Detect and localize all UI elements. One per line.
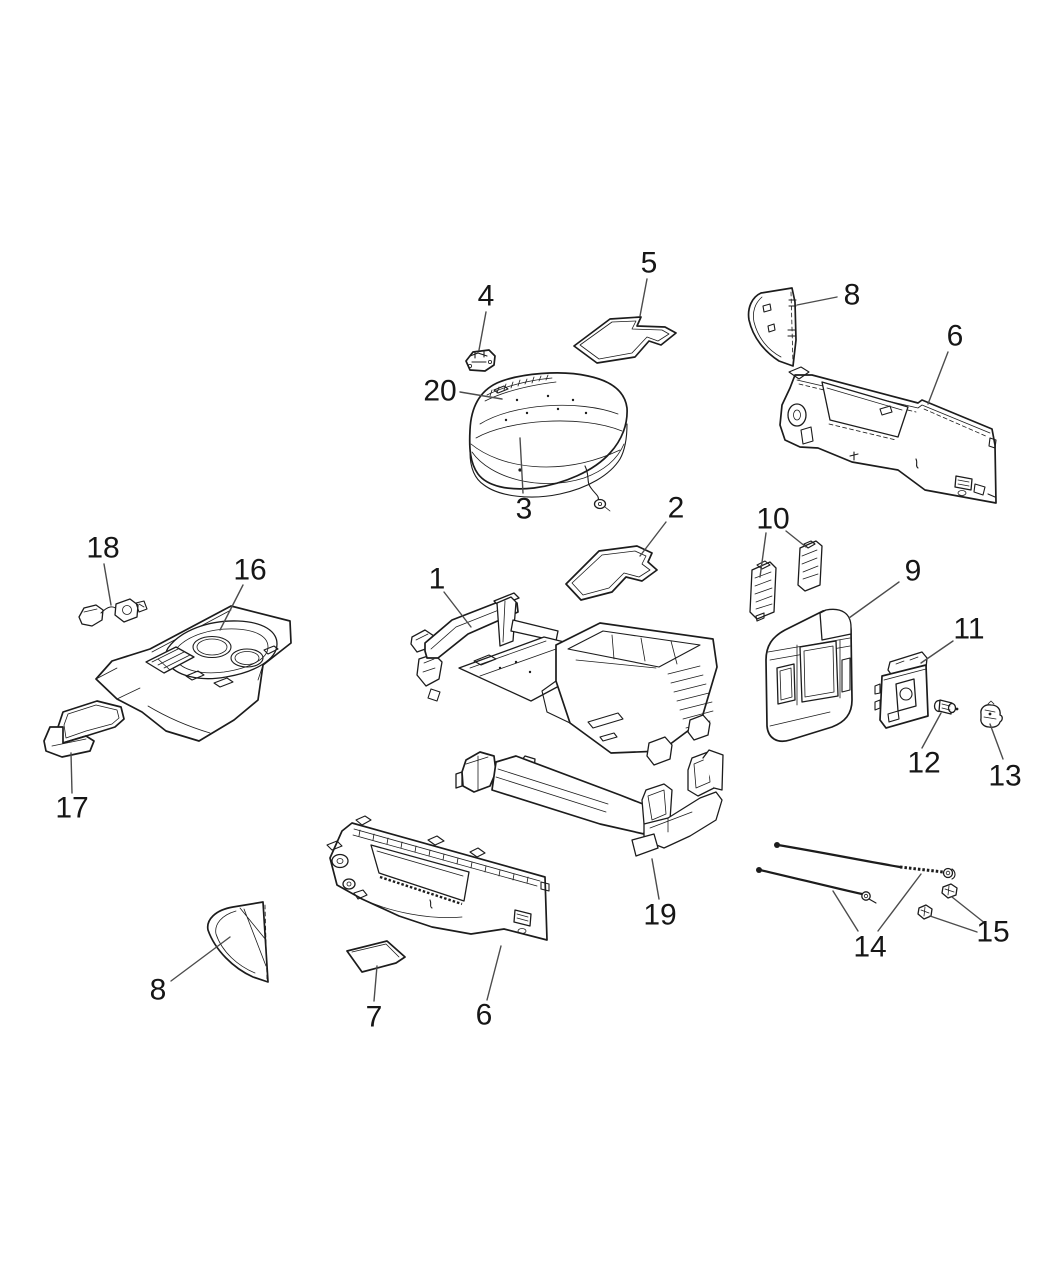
callout-label-2: 2	[668, 492, 685, 525]
switch-connectors-drawing	[749, 540, 823, 622]
leader-line	[989, 723, 1004, 760]
leader-line	[373, 965, 378, 1002]
callout-console-top-panel: 16	[219, 554, 267, 631]
leader-line	[877, 873, 922, 932]
callout-layer: 4 5 8 6 20 3 2 10 9 11 12 13 18 16 1 17 19 14 15 8 7 6	[55, 247, 1021, 1034]
leader-line	[459, 391, 503, 400]
console-body-drawing	[410, 592, 718, 766]
armrest-lid-drawing	[468, 372, 628, 512]
armrest-latch-drawing	[465, 349, 496, 372]
wiring-harnesses-drawing	[756, 842, 956, 904]
console-top-panel-drawing	[95, 605, 292, 742]
leader-line	[796, 296, 838, 306]
leader-line	[70, 752, 73, 794]
leader-line	[519, 437, 524, 494]
floor-bracket-drawing	[455, 749, 724, 857]
console-lamp-drawing	[933, 699, 959, 715]
callout-label-19: 19	[643, 899, 676, 932]
leader-line	[759, 532, 767, 578]
leader-line	[478, 311, 487, 351]
callout-armrest-latch: 4	[478, 280, 495, 351]
callout-label-17: 17	[55, 792, 88, 825]
callout-label-18: 18	[86, 532, 119, 565]
callout-label-16: 16	[233, 554, 266, 587]
leader-line	[486, 945, 502, 1001]
lamp-clip-drawing	[980, 700, 1003, 728]
callout-front-corner-trim-left: 8	[150, 936, 231, 1007]
leader-line	[639, 278, 648, 317]
callout-label-20: 20	[423, 375, 456, 408]
callout-label-15: 15	[976, 916, 1009, 949]
callout-label-3: 3	[516, 493, 533, 526]
side-panel-right-drawing	[779, 366, 997, 504]
leader-line	[170, 936, 231, 982]
callout-label-13: 13	[988, 760, 1021, 793]
callout-floor-bracket: 19	[643, 858, 677, 932]
callout-retainer-clips: 15	[929, 896, 1010, 949]
leader-line	[219, 584, 244, 631]
leader-line	[951, 896, 987, 925]
callout-console-body: 1	[429, 563, 472, 628]
callout-label-1: 1	[429, 563, 446, 596]
leader-line	[785, 530, 807, 548]
rear-trim-panel-drawing	[765, 608, 853, 743]
callout-label-10: 10	[756, 503, 789, 536]
callout-cupholder-liner: 17	[55, 752, 89, 825]
callout-label-7: 7	[366, 1001, 383, 1034]
power-outlet-module-drawing	[874, 651, 929, 729]
callout-wiring-harnesses: 14	[832, 873, 922, 964]
callout-rear-corner-trim-right: 8	[796, 279, 861, 312]
callout-latch-cable: 18	[86, 532, 120, 606]
callout-label-14: 14	[853, 931, 886, 964]
callout-side-panel-right: 6	[927, 320, 964, 405]
callout-label-8: 8	[150, 974, 167, 1007]
lid-mat-drawing	[573, 316, 677, 364]
leader-line	[639, 521, 667, 557]
callout-bin-mat: 2	[639, 492, 685, 557]
callout-label-8: 8	[844, 279, 861, 312]
callout-side-panel-left: 6	[476, 945, 502, 1032]
front-corner-trim-left-drawing	[206, 901, 269, 983]
callout-armrest-lid-mat: 5	[639, 247, 658, 317]
callout-label-5: 5	[641, 247, 658, 280]
callout-lamp-clip: 13	[988, 723, 1022, 793]
callout-label-12: 12	[907, 747, 940, 780]
leader-line	[103, 563, 112, 606]
leader-line	[927, 351, 949, 405]
leader-line	[929, 915, 978, 933]
leader-line	[651, 858, 660, 900]
blanking-plate-drawing	[346, 940, 406, 973]
latch-cable-drawing	[78, 598, 148, 627]
callout-label-4: 4	[478, 280, 495, 313]
callout-label-6: 6	[947, 320, 964, 353]
callout-armrest-lid: 3	[516, 437, 533, 526]
cupholder-liner-drawing	[43, 700, 125, 758]
leader-line	[920, 640, 954, 664]
side-panel-left-drawing	[326, 815, 550, 941]
callout-armrest-hinge-strip: 20	[423, 375, 503, 408]
callout-rear-trim-panel: 9	[848, 555, 922, 619]
leader-line	[832, 890, 859, 932]
rear-corner-trim-right-drawing	[747, 287, 797, 367]
callout-switch-connectors: 10	[756, 503, 807, 578]
callout-label-9: 9	[905, 555, 922, 588]
leader-line	[921, 712, 942, 749]
callout-blanking-plate: 7	[366, 965, 383, 1034]
retainer-clips-drawing	[917, 883, 958, 920]
bin-mat-drawing	[565, 545, 658, 601]
leader-line	[848, 581, 900, 619]
leader-line	[443, 591, 472, 628]
callout-console-lamp: 12	[907, 712, 942, 780]
callout-power-outlet-module: 11	[920, 613, 985, 664]
callout-label-11: 11	[953, 613, 984, 646]
callout-label-6: 6	[476, 999, 493, 1032]
